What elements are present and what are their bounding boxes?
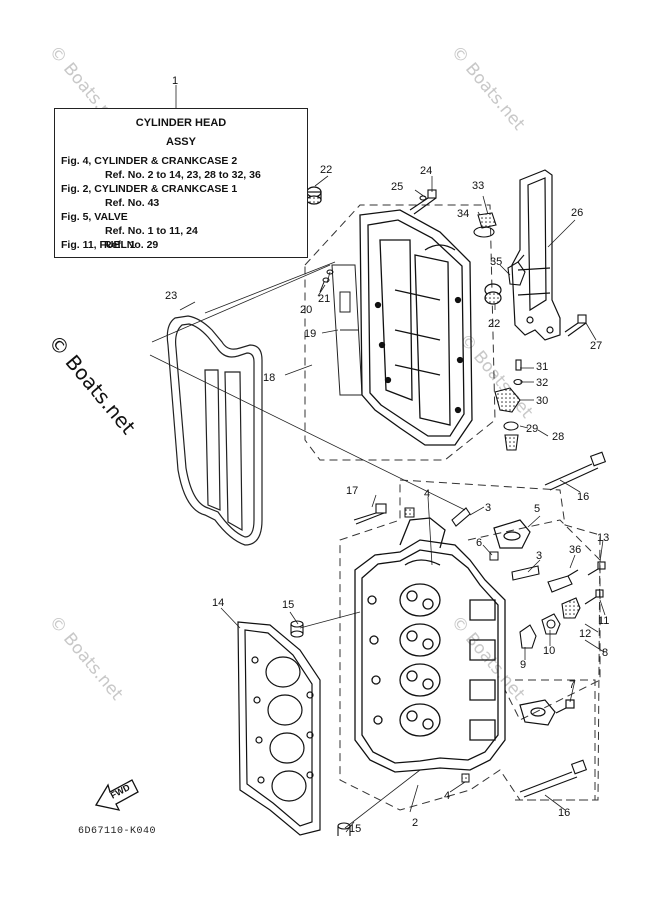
dowel-pins: [451, 507, 540, 581]
part-label: 30: [536, 395, 548, 407]
part-label: 29: [526, 423, 538, 435]
part-label: 28: [552, 431, 564, 443]
part-label: 31: [536, 361, 548, 373]
info-line: Ref. No. 2 to 14, 23, 28 to 32, 36: [105, 169, 261, 181]
part-label: 22: [488, 318, 500, 330]
part-label: 1: [172, 75, 178, 87]
part-label: 16: [558, 807, 570, 819]
bracket-7: [519, 699, 575, 726]
info-title: CYLINDER HEAD: [135, 117, 227, 129]
assembly-outlines: [304, 204, 601, 811]
info-line: Fig. 4, CYLINDER & CRANKCASE 2: [61, 155, 238, 167]
baffle-plate: [331, 264, 363, 396]
fwd-arrow-icon: [94, 779, 139, 811]
info-line: Ref. No. 43: [105, 197, 160, 209]
part-number-labels: 1 2 2 3 3 4 4 5 6 7 8 9 10 11 12 13 14 1…: [165, 75, 609, 835]
part-label: 9: [520, 659, 526, 671]
part-label: 10: [543, 645, 555, 657]
valve-cover-gasket: [166, 315, 263, 546]
plug-4: [404, 507, 470, 783]
head-bolt-16-bottom: [519, 759, 588, 798]
part-label: 22: [320, 164, 332, 176]
part-label: 2: [412, 817, 418, 829]
bolt-17: [353, 503, 387, 525]
part-label: 34: [457, 208, 469, 220]
part-label: 15: [349, 823, 361, 835]
info-line: Ref. No. 1 to 11, 24: [105, 225, 198, 237]
part-label: 32: [536, 377, 548, 389]
part-label: 13: [597, 532, 609, 544]
part-label: 21: [318, 293, 330, 305]
bracket-5: [493, 519, 531, 549]
grommet-22-right: [484, 283, 502, 305]
part-label: 11: [598, 615, 609, 627]
part-label: 16: [577, 491, 589, 503]
bracket-26: [511, 169, 561, 341]
sensor-group-right: [519, 561, 606, 649]
part-label: 6: [476, 537, 482, 549]
part-label: 14: [212, 597, 224, 609]
part-label: 8: [602, 647, 608, 659]
part-label: 5: [534, 503, 540, 515]
part-label: 24: [420, 165, 432, 177]
drawing-code: 6D67110-K040: [78, 826, 157, 837]
info-line-last: Ref. No. 29: [104, 239, 159, 251]
cylinder-head-body: [354, 517, 506, 773]
stud-6: [489, 551, 499, 561]
dowel-15: [290, 620, 351, 836]
screw-20-21: [319, 269, 334, 293]
part-label: 19: [304, 328, 316, 340]
part-label: 17: [346, 485, 358, 497]
info-line: Fig. 5, VALVE: [61, 211, 128, 223]
part-label: 20: [300, 304, 312, 316]
part-label: 4: [424, 488, 430, 500]
part-label: 3: [485, 502, 491, 514]
part-label: 23: [165, 290, 177, 302]
part-label: 4: [444, 790, 450, 802]
cylinder-head-cover: [359, 209, 473, 446]
info-subtitle: ASSY: [166, 136, 196, 148]
part-label: 25: [391, 181, 403, 193]
bolt-27: [564, 314, 587, 337]
cylinder-head-gasket: [237, 621, 321, 836]
info-line: Fig. 2, CYLINDER & CRANKCASE 1: [61, 183, 238, 195]
part-label: 3: [536, 550, 542, 562]
part-label: 7: [569, 679, 575, 691]
part-label: 27: [590, 340, 602, 352]
part-label: 12: [579, 628, 591, 640]
head-bolt-16-top: [544, 451, 607, 491]
reference-info-box: CYLINDER HEAD ASSY Fig. 4, CYLINDER & CR…: [54, 108, 308, 258]
part-label: 35: [490, 256, 502, 268]
sensor-30: [494, 359, 523, 451]
breather-fitting: [507, 254, 526, 286]
part-label: 26: [571, 207, 583, 219]
part-label: 18: [263, 372, 275, 384]
part-label: 36: [569, 544, 581, 556]
oil-filler-cap: [473, 212, 497, 238]
part-label: 15: [282, 599, 294, 611]
part-label: 33: [472, 180, 484, 192]
info-line: Fig. 11, FUEL 1: [61, 239, 136, 251]
grommet-22-top: [306, 186, 322, 205]
bolt-24: [409, 189, 437, 215]
